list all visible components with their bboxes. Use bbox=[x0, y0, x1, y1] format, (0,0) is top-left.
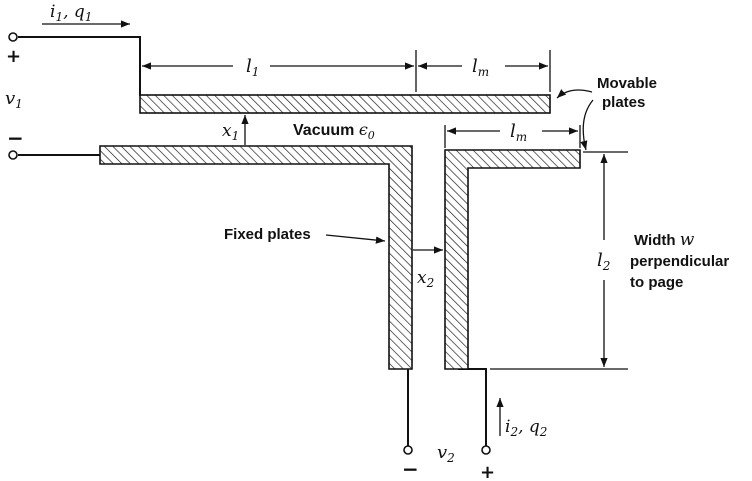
plates bbox=[99, 94, 581, 370]
terminal-port1-plus bbox=[8, 32, 18, 42]
movable-plates-label-2: plates bbox=[602, 94, 645, 111]
movable-plate-top bbox=[139, 94, 551, 114]
wire-port2-right bbox=[458, 368, 487, 446]
port2-voltage: v2 bbox=[437, 442, 455, 465]
current-out-label: i2, q2 bbox=[505, 417, 547, 439]
port1-voltage: v1 bbox=[5, 88, 23, 111]
dim-l1-label: l1 bbox=[246, 56, 259, 79]
port1-minus: − bbox=[7, 126, 24, 150]
fixed-plate-l bbox=[99, 145, 413, 370]
dimensions bbox=[139, 50, 628, 370]
fixed-leader bbox=[325, 234, 386, 244]
dim-x2-label: x2 bbox=[417, 268, 434, 290]
width-label-1: Width w bbox=[634, 230, 695, 250]
terminal-port2-minus bbox=[403, 445, 413, 455]
terminals bbox=[8, 32, 491, 455]
width-label-2: perpendicular bbox=[630, 253, 729, 270]
vacuum-label: Vacuum ϵ0 bbox=[293, 120, 375, 142]
dim-l2-label: l2 bbox=[597, 250, 610, 273]
fixed-plates-label: Fixed plates bbox=[224, 226, 311, 243]
port1-plus: + bbox=[6, 46, 21, 67]
movable-leader-top bbox=[556, 89, 593, 99]
width-label-3: to page bbox=[630, 274, 683, 291]
port2-minus: − bbox=[402, 457, 419, 481]
dim-x1-label: x1 bbox=[222, 121, 239, 143]
movable-plates-label-1: Movable bbox=[597, 75, 657, 92]
current-arrows bbox=[42, 20, 504, 436]
terminal-port2-plus bbox=[481, 445, 491, 455]
dim-lm-top-label: lm bbox=[472, 56, 489, 79]
port2-plus: + bbox=[480, 462, 495, 481]
wire-port1-top bbox=[18, 36, 141, 96]
dim-lm-right-label: lm bbox=[510, 121, 527, 144]
current-in-label: i1, q1 bbox=[50, 2, 92, 24]
movable-plate-l bbox=[444, 149, 581, 370]
labels: i1, q1 + v1 − l1 lm lm l2 x1 x2 Vacuum ϵ… bbox=[5, 2, 729, 481]
terminal-port1-minus bbox=[8, 150, 18, 160]
movable-leader-bottom bbox=[580, 99, 594, 151]
leaders bbox=[325, 89, 594, 244]
